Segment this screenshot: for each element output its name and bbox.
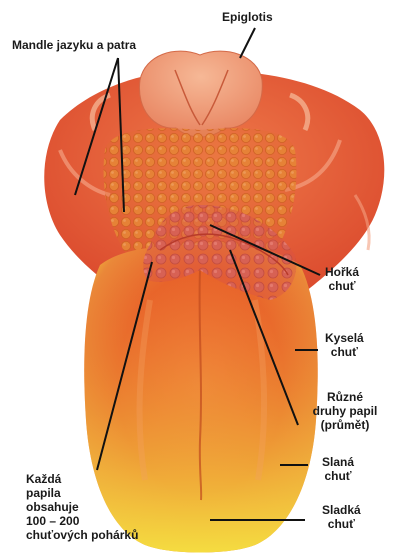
label-bitter-line1: Hořká (325, 265, 359, 279)
label-each-papilla-line4: 100 – 200 (26, 514, 138, 528)
label-bitter: Hořká chuť (325, 265, 359, 293)
label-papilla-types: Různé druhy papil (průmět) (300, 390, 390, 432)
label-tonsils-text: Mandle jazyku a patra (12, 38, 136, 52)
label-sour: Kyselá chuť (325, 331, 364, 359)
label-bitter-line2: chuť (325, 279, 359, 293)
label-sweet-line1: Sladká (322, 503, 361, 517)
label-epiglottis: Epiglotis (222, 10, 273, 24)
label-epiglottis-text: Epiglotis (222, 10, 273, 24)
label-salty-line1: Slaná (322, 455, 354, 469)
label-papilla-types-line2: druhy papil (300, 404, 390, 418)
label-sweet: Sladká chuť (322, 503, 361, 531)
label-salty-line2: chuť (322, 469, 354, 483)
label-papilla-types-line1: Různé (300, 390, 390, 404)
label-each-papilla-line2: papila (26, 486, 138, 500)
label-each-papilla-line1: Každá (26, 472, 138, 486)
label-sweet-line2: chuť (322, 517, 361, 531)
label-each-papilla-line5: chuťových pohárků (26, 528, 138, 542)
label-sour-line1: Kyselá (325, 331, 364, 345)
label-salty: Slaná chuť (322, 455, 354, 483)
label-each-papilla-line3: obsahuje (26, 500, 138, 514)
label-sour-line2: chuť (325, 345, 364, 359)
label-papilla-types-line3: (průmět) (300, 418, 390, 432)
leader-epiglottis (240, 28, 255, 58)
label-each-papilla: Každá papila obsahuje 100 – 200 chuťovýc… (26, 472, 138, 542)
label-tonsils: Mandle jazyku a patra (12, 38, 136, 52)
